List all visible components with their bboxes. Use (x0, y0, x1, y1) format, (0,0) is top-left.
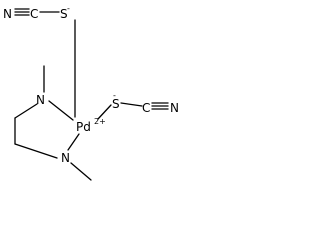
atom-pd: Pd (76, 120, 91, 134)
bond-ch2-n-bottom (14, 143, 58, 159)
atom-s-right: S (112, 97, 120, 111)
charge-s-right: - (113, 91, 116, 100)
charge-s-top: - (67, 4, 70, 13)
atom-n-ring-bottom: N (61, 151, 70, 165)
bond-methyl-bottom (70, 162, 92, 181)
structure-canvas: N C S - - S C N Pd 2+ N N (3, 4, 179, 181)
atom-c-right: C (142, 101, 150, 115)
molecule-diagram: N C S - - S C N Pd 2+ N N (3, 4, 179, 181)
bond-n-top-pd (48, 100, 74, 121)
atom-n-ring-top: N (36, 93, 45, 107)
atom-s-top: S (60, 7, 68, 21)
bond-n-top-ch2 (14, 103, 38, 119)
charge-pd: 2+ (94, 117, 106, 126)
atom-c-top: C (30, 7, 38, 21)
bond-s-c-right (120, 102, 143, 107)
atom-n-top-left: N (3, 7, 12, 21)
bond-n-bottom-pd (67, 133, 80, 151)
bond-pd-s-right (97, 104, 112, 120)
atom-n-right: N (170, 101, 179, 115)
